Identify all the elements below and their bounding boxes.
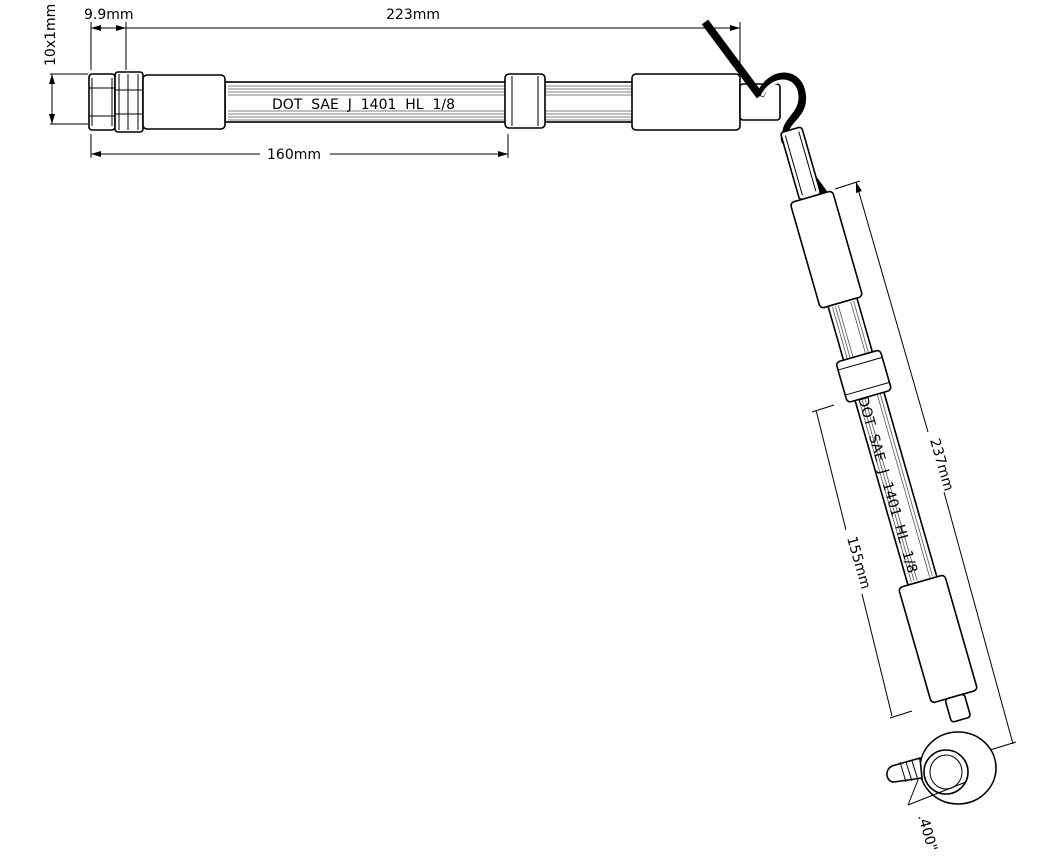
tube-nut-fitting bbox=[88, 71, 226, 133]
dim-nut-length: 9.9mm bbox=[84, 7, 134, 23]
dim-overall-straight: 223mm bbox=[386, 7, 440, 23]
angled-hose-assembly: DOT SAE J 1401 HL 1/8 bbox=[780, 126, 997, 805]
horizontal-hose-assembly: DOT SAE J 1401 HL 1/8 bbox=[88, 19, 836, 208]
mounting-bracket bbox=[701, 19, 836, 208]
dim-eye-diameter: .400" bbox=[914, 813, 940, 854]
hose-marking-horizontal: DOT SAE J 1401 HL 1/8 bbox=[272, 97, 455, 113]
dim-thread-size: 10x1mm bbox=[43, 4, 59, 66]
dim-angled-section: 155mm bbox=[843, 535, 873, 591]
dim-straight-section: 160mm bbox=[267, 147, 321, 163]
horizontal-hose-body bbox=[224, 81, 646, 123]
right-ferrule-horizontal bbox=[631, 73, 781, 131]
middle-sleeve-horizontal bbox=[504, 73, 546, 129]
banjo-eye-fitting bbox=[886, 731, 997, 805]
dimension-lines bbox=[49, 22, 1017, 806]
dim-angled-overall: 237mm bbox=[926, 437, 956, 493]
